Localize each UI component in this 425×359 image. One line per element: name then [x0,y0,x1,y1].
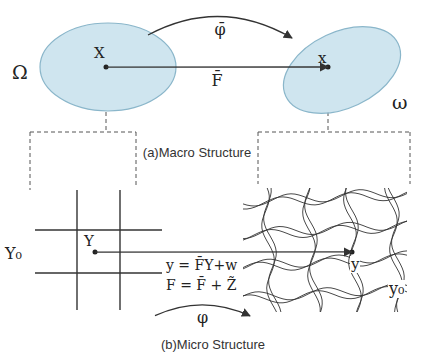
edge-label: φ̄ [214,21,225,39]
point-dot [104,65,109,70]
edge-label: φ [197,309,208,327]
dashed-line [30,132,31,190]
dashed-line [106,112,107,132]
formula: F = F̄ + Z̃ [166,278,236,293]
point-dot [350,250,355,255]
mesh-fiber [344,188,362,312]
caption: (a)Macro Structure [143,146,251,160]
point-label: Y [84,233,94,250]
mesh-lines [243,188,407,312]
point-label: y [350,256,360,273]
formula: y = F̄Y+w [166,258,237,273]
macro-domain-ellipse: ΩX [8,20,180,115]
micro-grid: Y₀ Y [5,185,165,317]
mesh-fiber [243,251,407,269]
grid-line [76,190,77,310]
shape-outline [238,180,423,320]
edge-label: F̄ [211,72,222,90]
deformation-arrow [95,251,352,252]
cell-label: Y₀ [5,245,22,263]
dashed-line [136,132,137,188]
ellipse-outline [270,9,415,130]
dashed-line [328,112,329,132]
dashed-line [30,132,136,133]
point-label: X [94,45,105,62]
caption: (b)Micro Structure [161,338,265,352]
domain-symbol: Ω [12,62,28,83]
deformed-domain-ellipse: ωx [280,22,420,122]
grid-line [119,190,120,310]
mesh-fiber [303,188,321,312]
deformed-mesh: y₀ y [238,180,423,320]
mesh-fiber [243,254,407,270]
shape-outline [5,185,165,317]
dashed-line [258,132,410,133]
mesh-fiber [243,287,407,303]
shape-outline [8,20,180,115]
grid-line [35,229,162,230]
mesh-fiber [243,221,407,240]
cell-label: y₀ [388,280,405,298]
ellipse-outline [40,23,176,111]
grid-line [35,272,162,273]
point-label: x [318,50,326,67]
point-dot [93,250,98,255]
mesh-fiber [262,188,277,312]
domain-symbol: ω [392,92,408,113]
mesh-fiber [243,192,407,209]
dashed-line [410,132,411,184]
dashed-line [258,132,259,184]
mapping-arrow [148,16,292,38]
grid-lines [35,190,162,310]
